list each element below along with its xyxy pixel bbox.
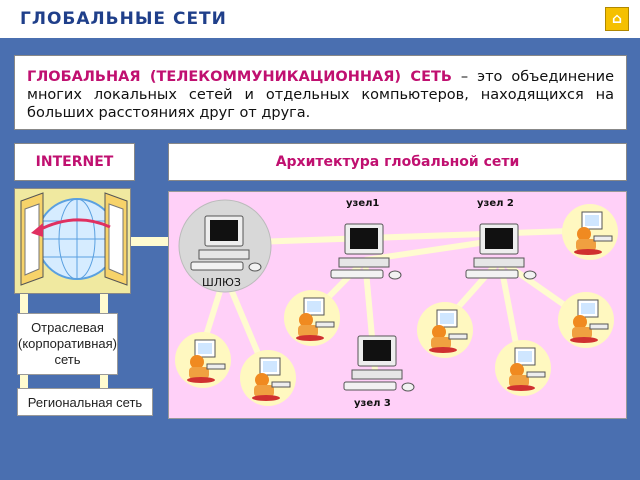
node3-label: узел 3 xyxy=(354,398,391,409)
top-bar xyxy=(0,0,640,38)
user-workstation-icon xyxy=(557,291,615,349)
corporate-network-label: Отраслевая (корпоративная) сеть xyxy=(17,313,118,375)
node1-label: узел1 xyxy=(346,198,380,209)
definition-term: ГЛОБАЛЬНАЯ (ТЕЛЕКОММУНИКАЦИОННАЯ) СЕТЬ xyxy=(27,69,452,85)
regional-network-label: Региональная сеть xyxy=(17,388,153,416)
definition-box: ГЛОБАЛЬНАЯ (ТЕЛЕКОММУНИКАЦИОННАЯ) СЕТЬ –… xyxy=(14,55,627,130)
architecture-label: Архитектура глобальной сети xyxy=(168,143,627,181)
user-workstation-icon xyxy=(174,331,232,389)
home-button[interactable]: ⌂ xyxy=(605,7,629,31)
user-workstation-icon xyxy=(561,203,619,261)
node1-computer-icon xyxy=(330,223,402,280)
internet-image xyxy=(14,188,131,294)
user-workstation-icon xyxy=(494,339,552,397)
node2-label: узел 2 xyxy=(477,198,514,209)
globe-icon xyxy=(20,192,128,286)
definition-text: – это объединение многих локальных сетей… xyxy=(27,69,615,121)
node3-computer-icon xyxy=(343,335,415,392)
link-internet-to-gateway xyxy=(130,237,175,246)
page-title: ГЛОБАЛЬНЫЕ СЕТИ xyxy=(20,9,227,29)
user-workstation-icon xyxy=(239,349,297,407)
user-workstation-icon xyxy=(416,301,474,359)
user-workstation-icon xyxy=(283,289,341,347)
gateway-label: ШЛЮЗ xyxy=(202,276,241,289)
home-icon: ⌂ xyxy=(611,11,623,27)
internet-label: INTERNET xyxy=(14,143,135,181)
